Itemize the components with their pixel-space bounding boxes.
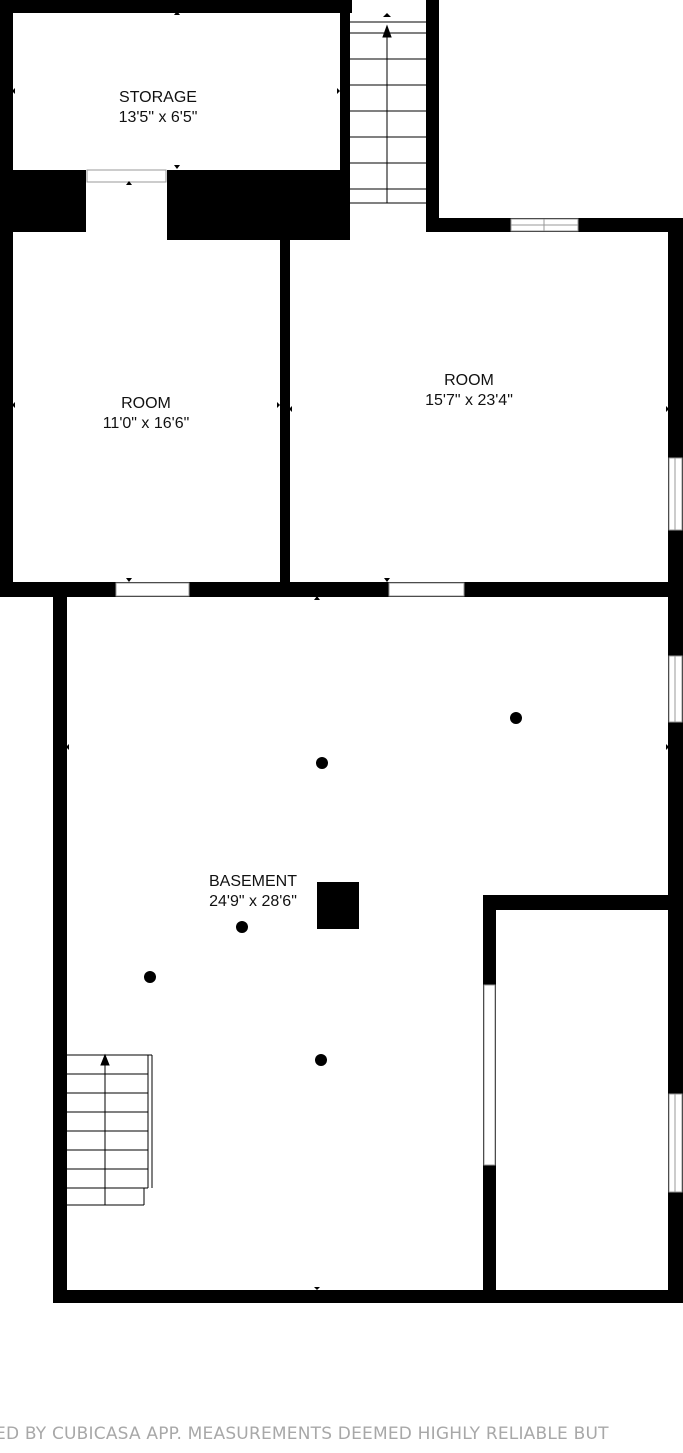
room-name: BASEMENT xyxy=(208,873,298,890)
stairs-lower xyxy=(67,1053,153,1206)
post xyxy=(315,1054,327,1066)
disclaimer-footer: ED BY CUBICASA APP. MEASUREMENTS DEEMED … xyxy=(0,1424,609,1444)
wall xyxy=(483,895,683,910)
post xyxy=(236,921,248,933)
wall xyxy=(13,170,86,232)
room-name: ROOM xyxy=(121,395,171,412)
wall xyxy=(340,0,350,240)
door-opening xyxy=(115,582,190,597)
column xyxy=(317,882,359,929)
room-name: STORAGE xyxy=(119,89,197,106)
support-posts xyxy=(144,712,522,1066)
walls xyxy=(0,0,683,1303)
wall xyxy=(0,0,352,13)
room-label-basement: BASEMENT 24'9" x 28'6" xyxy=(209,872,297,912)
stair-arrow-icon xyxy=(382,24,392,38)
dimension-markers xyxy=(12,11,669,1290)
wall xyxy=(167,170,348,240)
room-name: ROOM xyxy=(444,372,494,389)
wall xyxy=(0,582,683,597)
room-size: 15'7" x 23'4" xyxy=(425,392,513,409)
room-size: 13'5" x 6'5" xyxy=(118,109,198,126)
room-label-storage: STORAGE 13'5" x 6'5" xyxy=(119,88,198,128)
door-opening xyxy=(86,169,167,183)
openings xyxy=(86,169,683,1193)
wall xyxy=(426,0,439,232)
stair-arrow-icon xyxy=(100,1053,110,1066)
room-label-room-left: ROOM 11'0" x 16'6" xyxy=(103,394,190,434)
wall xyxy=(53,582,67,1303)
door-opening xyxy=(388,582,465,597)
room-label-room-right: ROOM 15'7" x 23'4" xyxy=(425,371,513,411)
post xyxy=(144,971,156,983)
post xyxy=(316,757,328,769)
room-size: 24'9" x 28'6" xyxy=(209,893,297,910)
wall xyxy=(53,1290,683,1303)
wall xyxy=(0,0,13,597)
post xyxy=(510,712,522,724)
window-mullions xyxy=(511,219,676,1192)
closet-opening xyxy=(483,984,496,1166)
room-size: 11'0" x 16'6" xyxy=(102,415,190,432)
wall xyxy=(280,232,290,597)
stairs-upper xyxy=(350,21,426,204)
